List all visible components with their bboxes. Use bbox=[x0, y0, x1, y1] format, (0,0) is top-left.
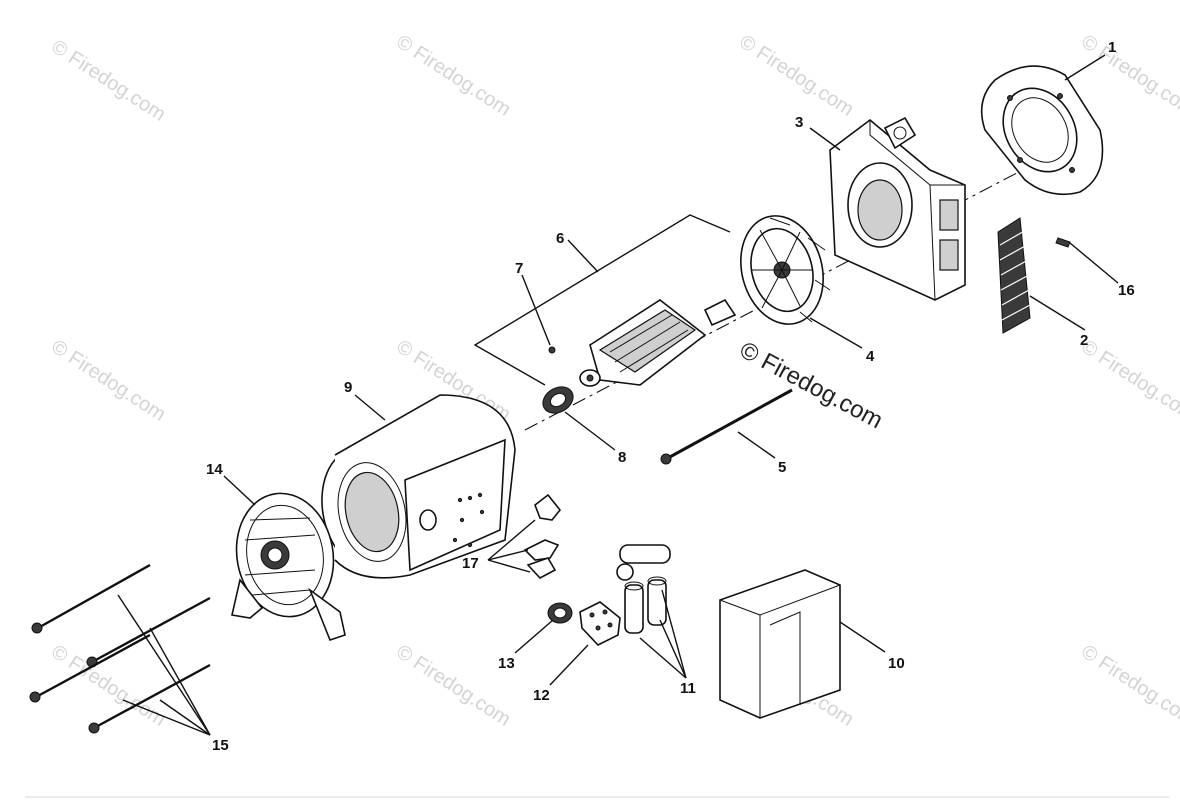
callout-3: 3 bbox=[795, 114, 803, 131]
watermark-text: © Firedog.com bbox=[47, 336, 169, 426]
callout-7: 7 bbox=[515, 260, 523, 277]
callout-5: 5 bbox=[778, 459, 786, 476]
callout-8: 8 bbox=[618, 449, 626, 466]
part-end-bell bbox=[231, 492, 346, 641]
part-terminal-block bbox=[579, 601, 621, 646]
watermark-text: © Firedog.com bbox=[1077, 336, 1180, 426]
part-grommet bbox=[547, 602, 573, 624]
rotor-assembly-bracket bbox=[473, 214, 731, 386]
leader-lines bbox=[117, 54, 1119, 736]
part-screen-mesh bbox=[997, 217, 1031, 334]
center-watermark: © Firedog.com bbox=[735, 336, 887, 434]
callout-1: 1 bbox=[1108, 39, 1116, 56]
callout-13: 13 bbox=[498, 655, 515, 672]
part-stator-housing bbox=[321, 394, 516, 579]
callout-17: 17 bbox=[462, 555, 479, 572]
callout-16: 16 bbox=[1118, 282, 1135, 299]
part-fan bbox=[740, 215, 831, 325]
part-clips bbox=[523, 493, 562, 579]
callout-14: 14 bbox=[206, 461, 223, 478]
watermark-text: © Firedog.com bbox=[392, 31, 514, 121]
part-capacitors bbox=[616, 544, 671, 634]
callout-labels: 1 2 3 4 5 6 7 8 9 10 11 12 13 14 15 16 1… bbox=[206, 39, 1135, 754]
callout-10: 10 bbox=[888, 655, 905, 672]
watermark-text: © Firedog.com bbox=[47, 36, 169, 126]
part-bearing bbox=[542, 386, 574, 414]
watermark-text: © Firedog.com bbox=[735, 31, 857, 121]
callout-12: 12 bbox=[533, 687, 550, 704]
part-ball bbox=[548, 346, 556, 354]
callout-15: 15 bbox=[212, 737, 229, 754]
callout-9: 9 bbox=[344, 379, 352, 396]
part-end-cover bbox=[980, 65, 1104, 196]
callout-2: 2 bbox=[1080, 332, 1088, 349]
part-rotor bbox=[579, 298, 737, 387]
assembly-axis bbox=[524, 139, 1081, 431]
part-screw bbox=[1055, 237, 1071, 248]
watermark-text: © Firedog.com bbox=[392, 641, 514, 731]
callout-6: 6 bbox=[556, 230, 564, 247]
watermark-text: © Firedog.com bbox=[1077, 641, 1180, 731]
part-bracket-housing bbox=[829, 116, 966, 301]
part-through-bolt bbox=[660, 388, 793, 465]
callout-4: 4 bbox=[866, 348, 875, 365]
part-control-box bbox=[719, 569, 841, 719]
watermark-text: © Firedog.com bbox=[1077, 31, 1180, 121]
callout-11: 11 bbox=[680, 680, 696, 697]
